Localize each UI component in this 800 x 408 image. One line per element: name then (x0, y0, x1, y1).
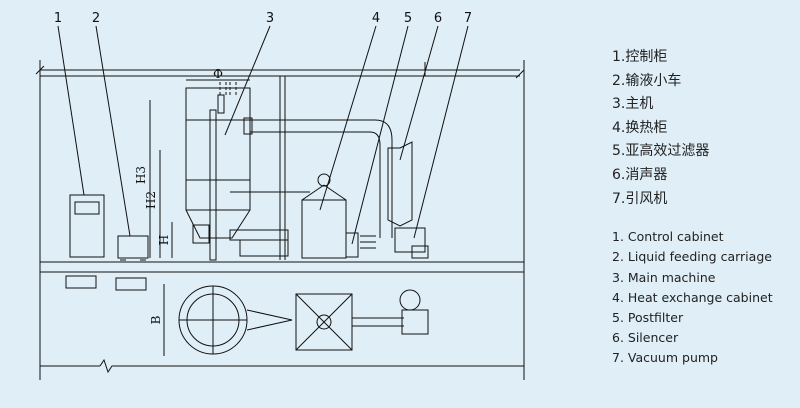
legend-cn-1: 1.控制柜 (612, 49, 668, 65)
control-cabinet (69, 194, 105, 258)
duct-flange (243, 117, 253, 135)
legend-en-6: 6. Silencer (612, 330, 679, 346)
plan-heat-cabinet-diag-2 (295, 293, 353, 351)
main-machine-base-box (192, 224, 210, 244)
callout-number-6: 6 (434, 11, 442, 26)
plan-heat-exchange-cabinet (295, 293, 353, 351)
legend-en-3: 3. Main machine (612, 269, 716, 285)
legend-en-2: 2. Liquid feeding carriage (612, 249, 772, 265)
callout-number-2: 2 (92, 11, 100, 26)
main-machine-air-inlet (239, 239, 289, 257)
dim-label-h: H (157, 235, 171, 245)
leader-line-7 (413, 25, 469, 239)
plan-control-cabinet (65, 275, 97, 289)
main-machine-top-nozzle (217, 94, 225, 114)
postfilter (345, 232, 359, 258)
break-mark-right (515, 69, 525, 79)
legend-cn-6: 6.消声器 (612, 166, 668, 183)
bottom-line-break (99, 358, 524, 374)
plan-feeding-carriage (115, 277, 147, 291)
main-machine-inlet-duct (229, 229, 289, 241)
leader-line-3 (224, 25, 271, 136)
callout-number-5: 5 (404, 11, 412, 26)
leader-line-5 (351, 25, 409, 245)
legend-en-1: 1. Control cabinet (612, 229, 724, 245)
legend-spacer (612, 211, 792, 227)
plan-vacuum-pump (401, 309, 429, 335)
plan-silencer (399, 289, 421, 311)
heat-exchange-cabinet (301, 199, 347, 259)
legend-en-7: 7. Vacuum pump (612, 350, 718, 366)
legend-cn-3: 3.主机 (612, 96, 654, 113)
callout-number-4: 4 (372, 11, 380, 26)
legend-cn-5: 5.亚高效过滤器 (612, 143, 710, 160)
legend-cn-2: 2.输液小车 (612, 72, 682, 89)
control-cabinet-panel (74, 201, 100, 215)
legend: 1.控制柜 2.输液小车 3.主机 4.换热柜 5.亚高效过滤器 6.消声器 7… (612, 46, 792, 369)
leader-line-6 (399, 25, 439, 161)
callout-number-1: 1 (54, 11, 62, 26)
exhaust-duct-inner (250, 131, 381, 238)
callout-number-3: 3 (266, 11, 274, 26)
heat-cabinet-motor (317, 173, 331, 187)
callout-number-7: 7 (464, 11, 472, 26)
exhaust-duct-outer (250, 119, 393, 238)
dim-label-h3: H3 (134, 166, 148, 184)
feeding-carriage (117, 235, 149, 259)
plan-duct-transition (246, 309, 293, 331)
legend-cn-7: 7.引风机 (612, 190, 668, 207)
heat-cabinet-roof-left (301, 184, 325, 201)
vacuum-pump (394, 227, 426, 253)
legend-en-4: 4. Heat exchange cabinet (612, 289, 773, 305)
leader-line-2 (95, 25, 131, 237)
legend-en-5: 5. Postfilter (612, 309, 684, 325)
main-machine-column (209, 109, 217, 261)
vacuum-pump-motor (411, 245, 429, 259)
dim-label-b: B (149, 315, 163, 324)
dim-label-phi: Φ (213, 67, 223, 81)
heat-cabinet-roof-right (323, 184, 347, 201)
legend-cn-4: 4.换热柜 (612, 119, 668, 136)
silencer (387, 141, 413, 227)
plan-heat-cabinet-motor (316, 314, 332, 330)
leader-line-1 (57, 25, 85, 196)
dim-label-h2: H2 (144, 191, 158, 209)
leader-line-4 (319, 25, 377, 211)
